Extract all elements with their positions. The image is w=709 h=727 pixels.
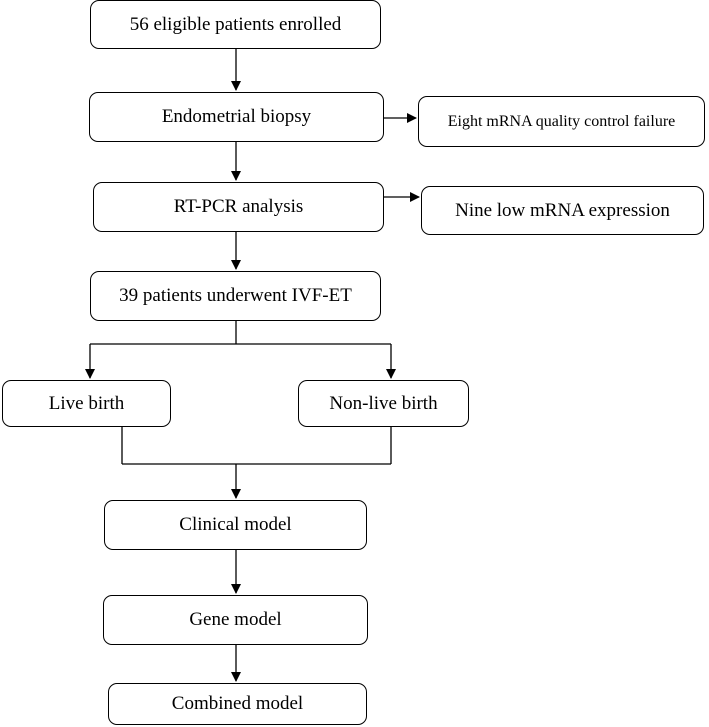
node-endometrial-biopsy: Endometrial biopsy: [89, 92, 384, 142]
node-low-expression: Nine low mRNA expression: [421, 186, 704, 235]
node-live-birth: Live birth: [2, 380, 171, 427]
node-non-live-birth: Non-live birth: [298, 380, 469, 427]
node-clinical-model: Clinical model: [104, 500, 367, 550]
node-qc-failure: Eight mRNA quality control failure: [418, 96, 705, 147]
node-ivf-et: 39 patients underwent IVF-ET: [90, 271, 381, 321]
node-enrolled: 56 eligible patients enrolled: [90, 0, 381, 49]
node-gene-model: Gene model: [103, 595, 368, 645]
node-combined-model: Combined model: [108, 683, 367, 725]
node-rtpcr-analysis: RT-PCR analysis: [93, 182, 384, 232]
